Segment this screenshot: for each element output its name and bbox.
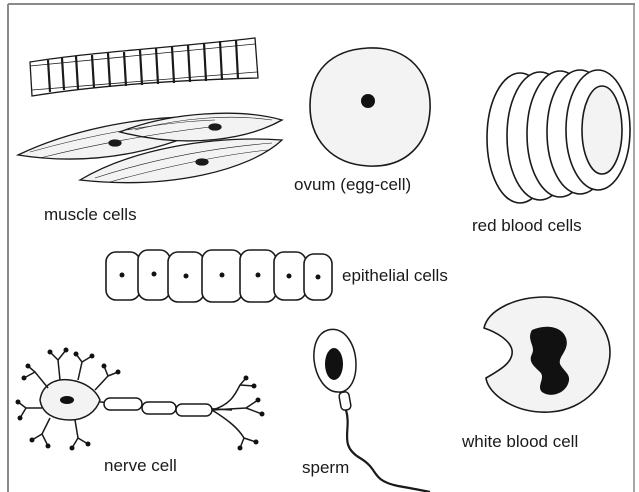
muscle-cells-label: muscle cells (44, 205, 137, 225)
sperm-label: sperm (302, 458, 349, 478)
white-blood-cell-drawing (484, 297, 610, 412)
nerve-cell-label: nerve cell (104, 456, 177, 476)
nerve-cell-drawing (16, 348, 265, 451)
epithelial-cells-drawing (106, 250, 332, 302)
epithelial-cells-label: epithelial cells (342, 266, 448, 286)
ovum-drawing (310, 48, 430, 166)
muscle-cells-drawing (18, 38, 282, 183)
red-blood-cells-drawing (487, 70, 630, 203)
white-blood-cell-label: white blood cell (462, 432, 578, 452)
ovum-label: ovum (egg-cell) (294, 175, 411, 195)
red-blood-cells-label: red blood cells (472, 216, 582, 236)
